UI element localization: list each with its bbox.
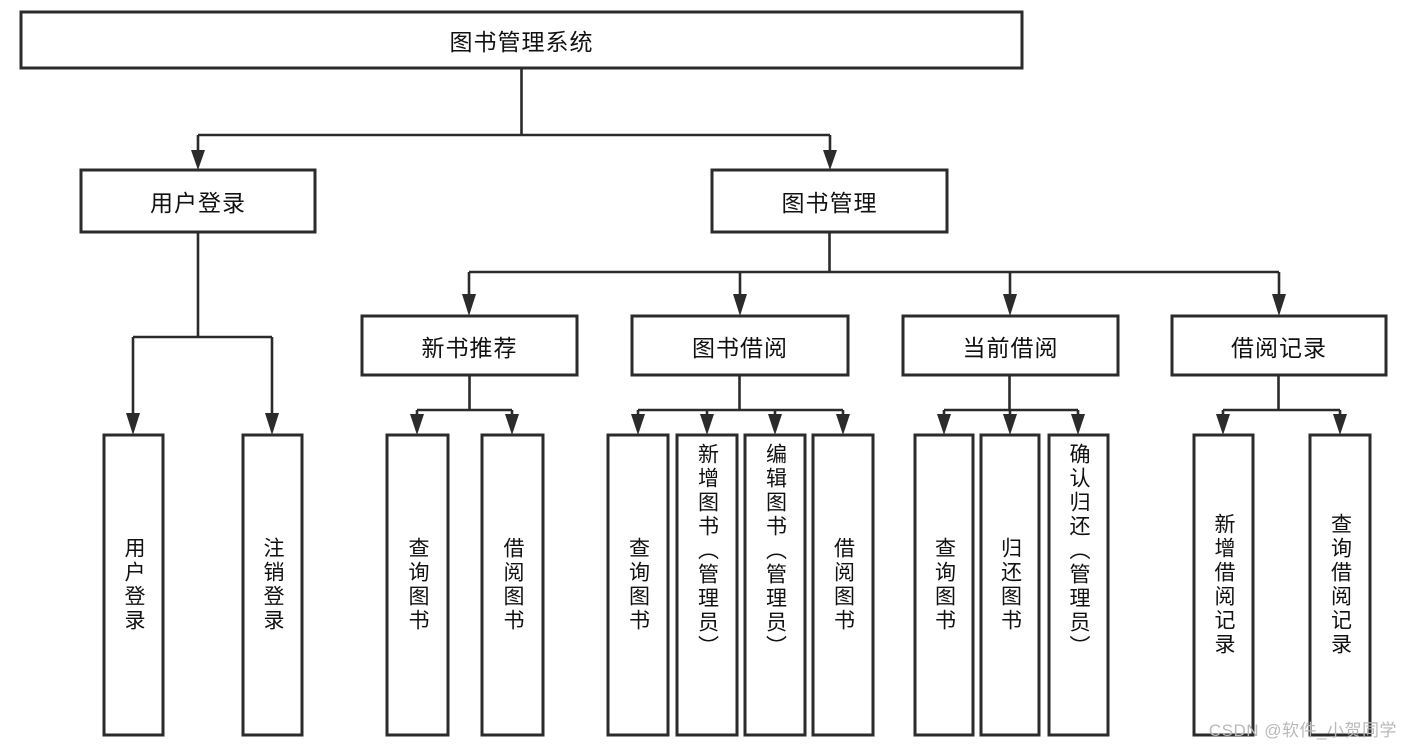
- arrowhead-user-login: [191, 150, 205, 170]
- arrowhead-leaf-borrow-book-2: [836, 414, 850, 435]
- arrowhead-leaf-return-book: [1003, 414, 1017, 435]
- node-box-user-login[interactable]: [79, 168, 317, 234]
- node-box-leaf-logout[interactable]: [241, 433, 304, 737]
- arrowhead-leaf-query-book-1: [410, 414, 424, 435]
- arrowhead-leaf-add-book: [700, 414, 714, 435]
- node-box-new-book-recommend[interactable]: [360, 314, 579, 377]
- arrowhead-leaf-query-record: [1333, 414, 1347, 435]
- arrowhead-new-book-recommend: [462, 294, 476, 316]
- node-box-book-manage[interactable]: [710, 168, 949, 234]
- node-box-leaf-add-record[interactable]: [1192, 433, 1255, 737]
- node-box-borrow-record[interactable]: [1170, 314, 1388, 377]
- node-box-leaf-return-book[interactable]: [979, 433, 1041, 737]
- node-box-leaf-query-book-3[interactable]: [913, 433, 975, 737]
- arrowhead-borrow-record: [1272, 294, 1286, 316]
- node-box-current-borrow[interactable]: [901, 314, 1120, 377]
- node-box-leaf-query-record[interactable]: [1308, 433, 1372, 737]
- node-box-leaf-borrow-book-1[interactable]: [480, 433, 545, 737]
- node-box-leaf-borrow-book-2[interactable]: [811, 433, 875, 737]
- arrowhead-leaf-logout: [265, 413, 279, 435]
- node-box-leaf-edit-book[interactable]: [743, 433, 807, 737]
- arrowhead-leaf-confirm-return: [1071, 414, 1085, 435]
- arrowhead-book-borrow: [733, 294, 747, 316]
- node-box-leaf-user-login[interactable]: [102, 433, 165, 737]
- arrowhead-leaf-query-book-2: [631, 414, 645, 435]
- node-box-leaf-add-book[interactable]: [675, 433, 739, 737]
- node-box-leaf-query-book-2[interactable]: [606, 433, 670, 737]
- arrowhead-book-manage: [823, 150, 837, 170]
- arrowhead-leaf-user-login: [126, 413, 140, 435]
- node-box-leaf-query-book-1[interactable]: [385, 433, 450, 737]
- csdn-watermark: CSDN @软件_小贺同学: [1208, 721, 1397, 740]
- node-box-leaf-confirm-return[interactable]: [1047, 433, 1110, 737]
- arrowhead-leaf-add-record: [1216, 414, 1230, 435]
- node-box-root[interactable]: [19, 10, 1024, 70]
- arrowhead-current-borrow: [1003, 294, 1017, 316]
- node-box-book-borrow[interactable]: [630, 314, 850, 377]
- arrowhead-leaf-edit-book: [768, 414, 782, 435]
- arrowhead-leaf-query-book-3: [937, 414, 951, 435]
- arrowhead-leaf-borrow-book-1: [505, 414, 519, 435]
